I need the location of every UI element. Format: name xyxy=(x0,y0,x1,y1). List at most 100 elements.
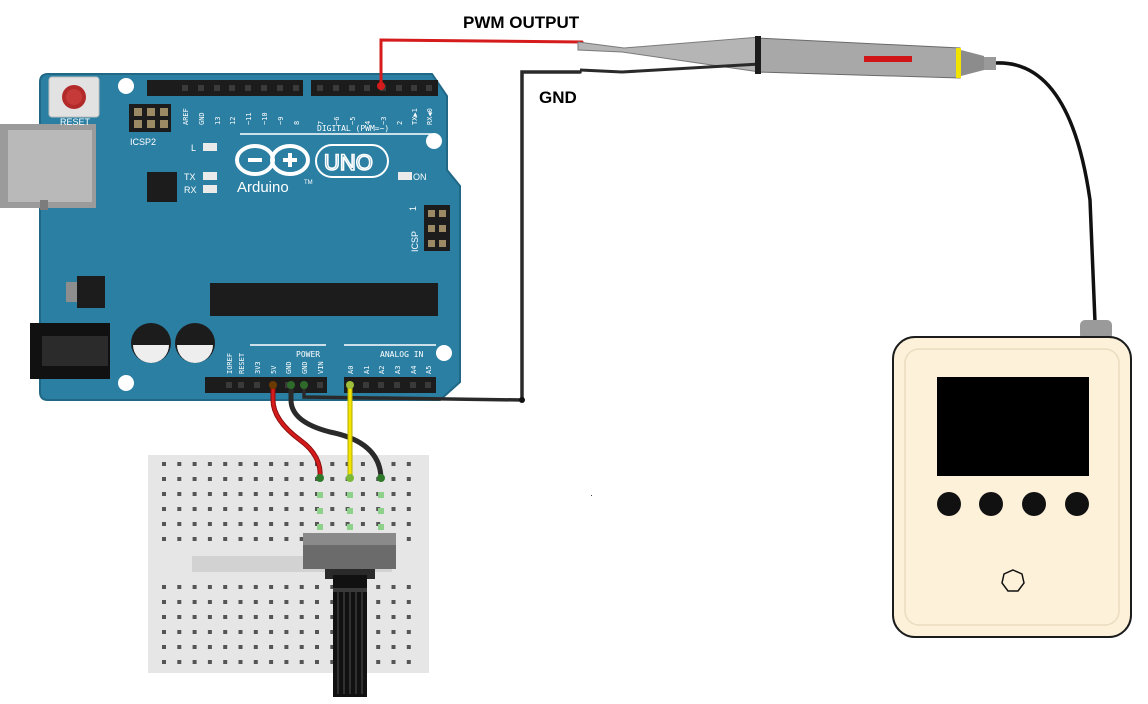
gnd-label: GND xyxy=(539,88,577,107)
breadboard-hole xyxy=(330,477,335,481)
breadboard-hole xyxy=(223,537,228,541)
atmega-chip xyxy=(210,283,438,316)
mounting-hole xyxy=(436,345,452,361)
pin-label: 8 xyxy=(293,121,301,125)
breadboard-hole xyxy=(330,522,335,526)
scope-button-4[interactable] xyxy=(1065,492,1089,516)
breadboard-hole xyxy=(299,645,304,649)
pin-label: ~3 xyxy=(380,117,388,125)
breadboard-hole xyxy=(238,522,243,526)
capacitor xyxy=(175,323,215,363)
scope-button-3[interactable] xyxy=(1022,492,1046,516)
breadboard-hole xyxy=(269,492,274,496)
breadboard-hole xyxy=(406,585,411,589)
breadboard-hole xyxy=(177,462,182,466)
arduino-tm: TM xyxy=(304,180,313,186)
reset-button[interactable] xyxy=(48,76,100,118)
pin-label: ~11 xyxy=(245,112,253,125)
scope-button-2[interactable] xyxy=(979,492,1003,516)
pin-label: GND xyxy=(285,361,293,374)
breadboard-hole xyxy=(207,492,212,496)
breadboard-hole xyxy=(192,537,197,541)
pin-label: IOREF xyxy=(226,353,234,374)
breadboard-hole xyxy=(315,600,319,604)
breadboard-hole xyxy=(238,507,243,511)
probe-red-band xyxy=(864,56,912,62)
breadboard-hole xyxy=(284,477,289,481)
breadboard-hole xyxy=(223,492,228,496)
breadboard-hole xyxy=(391,585,396,589)
breadboard-hole xyxy=(177,507,182,511)
header-pin xyxy=(317,382,323,388)
breadboard-hole xyxy=(162,492,166,496)
breadboard-hole xyxy=(207,660,212,664)
pin-label: GND xyxy=(301,361,309,374)
digital-header-pins xyxy=(182,85,432,91)
potentiometer[interactable] xyxy=(303,533,396,697)
breadboard-hole xyxy=(330,660,335,664)
header-pin xyxy=(364,85,370,91)
pin-label: A2 xyxy=(378,366,386,374)
breadboard-hole xyxy=(253,477,258,481)
breadboard-hole xyxy=(253,660,258,664)
breadboard-hole xyxy=(207,477,212,481)
header-pin xyxy=(261,85,267,91)
breadboard-hole xyxy=(391,507,396,511)
header-pin xyxy=(293,85,299,91)
pin-label: RESET xyxy=(238,352,246,374)
header-pin xyxy=(363,382,369,388)
led-rx xyxy=(203,185,217,193)
breadboard-hole xyxy=(238,462,243,466)
breadboard-hole xyxy=(284,615,289,619)
breadboard-hole xyxy=(223,615,228,619)
wire-5v-red xyxy=(270,382,323,481)
breadboard-hole xyxy=(284,600,289,604)
breadboard-hole xyxy=(162,585,166,589)
breadboard-hole xyxy=(223,585,228,589)
pin-label: GND xyxy=(198,112,206,125)
breadboard-hole xyxy=(192,615,197,619)
header-pin xyxy=(317,85,323,91)
breadboard-hole xyxy=(299,537,304,541)
breadboard-hole xyxy=(162,537,166,541)
header-pin xyxy=(378,382,384,388)
analog-label: ANALOG IN xyxy=(380,350,424,359)
breadboard-hole xyxy=(223,462,228,466)
breadboard-hole xyxy=(269,522,274,526)
breadboard-hole xyxy=(330,585,335,589)
header-pin xyxy=(426,85,432,91)
breadboard-hole xyxy=(223,507,228,511)
scope-power-button[interactable] xyxy=(1001,569,1025,592)
breadboard-hole xyxy=(192,507,197,511)
breadboard-hole xyxy=(207,585,212,589)
usb-chip xyxy=(147,172,177,202)
breadboard-hole xyxy=(207,615,212,619)
pin-label: 3V3 xyxy=(254,361,262,374)
breadboard-hole xyxy=(299,492,304,496)
pin-5v-connector xyxy=(269,381,277,389)
header-pin xyxy=(254,382,260,388)
breadboard-hole xyxy=(269,660,274,664)
breadboard-hole xyxy=(391,462,396,466)
breadboard-hole xyxy=(162,645,166,649)
breadboard-hole xyxy=(376,615,381,619)
breadboard-hole xyxy=(177,645,182,649)
breadboard-hole xyxy=(284,645,289,649)
pin-gnd-connector xyxy=(287,381,295,389)
voltage-regulator xyxy=(66,276,105,308)
breadboard-hole xyxy=(207,462,212,466)
pin-label: TX▶1 xyxy=(411,108,419,125)
breadboard-hole xyxy=(238,630,243,634)
led-on xyxy=(398,172,412,180)
breadboard-hole xyxy=(177,630,182,634)
breadboard-hole xyxy=(177,537,182,541)
breadboard-hole xyxy=(360,522,365,526)
scope-button-1[interactable] xyxy=(937,492,961,516)
breadboard-hole xyxy=(177,600,182,604)
mounting-hole xyxy=(426,133,442,149)
pin-label: ~5 xyxy=(349,117,357,125)
